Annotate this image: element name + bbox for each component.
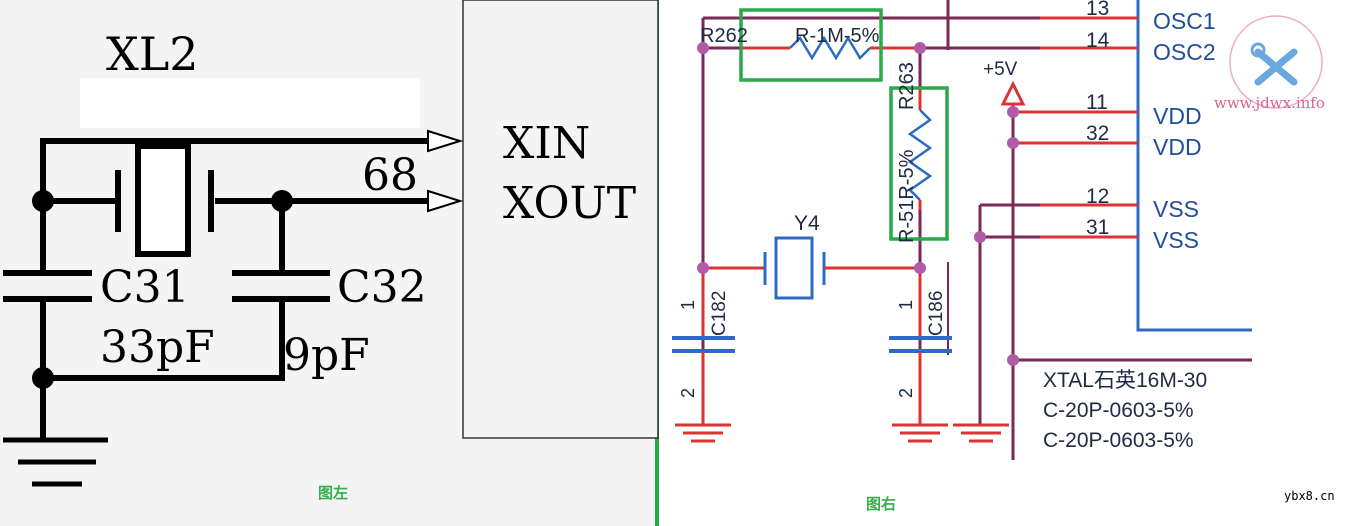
- note-line: XTAL石英16M-30: [1043, 369, 1207, 392]
- ic-outline: [1136, 0, 1252, 332]
- ic-pin-xin: XIN: [503, 118, 590, 169]
- crystal-body: [135, 143, 191, 257]
- junction-dot: [271, 190, 293, 212]
- cap-pin-two: 2: [896, 388, 916, 398]
- highlight-box-r262: [739, 8, 883, 82]
- arrow-xout: [427, 189, 464, 213]
- r262-value: R-1M-5%: [795, 25, 880, 47]
- right-schematic: 13 OSC1 14 OSC2 11 VDD 32 VDD 12 VSS 31 …: [672, 0, 1252, 513]
- ground-icon: [892, 423, 948, 443]
- junction-dot: [1007, 137, 1019, 149]
- junction-dot: [697, 262, 709, 274]
- junction-dot: [914, 262, 926, 274]
- resistor-r263-icon: [907, 109, 933, 201]
- label-background: [80, 78, 420, 128]
- crystal-y4-ref: Y4: [794, 212, 820, 235]
- pin-number: 31: [1086, 216, 1109, 239]
- c32-value: 9pF: [283, 330, 370, 381]
- pin-name: VDD: [1153, 134, 1202, 160]
- crystal-y4-icon: [774, 236, 814, 300]
- wrench-cross-icon: [1254, 48, 1298, 86]
- watermark-ring-icon: [1229, 15, 1323, 109]
- footer-watermark: ybx8.cn: [1284, 489, 1335, 503]
- junction-dot: [1007, 106, 1019, 118]
- r263-ref: R263: [896, 62, 918, 110]
- c182-ref: C182: [709, 291, 730, 336]
- watermark-url: www.jdwx.info: [1214, 94, 1325, 112]
- pin-number: 32: [1086, 122, 1109, 145]
- junction-dot: [1007, 354, 1019, 366]
- net-label: 68: [362, 150, 418, 201]
- pin-name: VSS: [1153, 227, 1199, 253]
- supply-label: +5V: [983, 59, 1018, 80]
- cap-pin-one: 1: [678, 300, 698, 310]
- crystal-ref-label: XL2: [106, 27, 199, 81]
- note-line: C-20P-0603-5%: [1043, 429, 1194, 452]
- junction-dot: [697, 42, 709, 54]
- ground-icon: [953, 423, 1009, 443]
- note-line: C-20P-0603-5%: [1043, 399, 1194, 422]
- ic-box: [462, 0, 659, 439]
- c31-ref: C31: [100, 262, 190, 313]
- pin-number: 13: [1086, 0, 1109, 20]
- c186-ref: C186: [926, 291, 947, 336]
- watermark-logo: [1229, 15, 1323, 109]
- pin-name: VSS: [1153, 196, 1199, 222]
- wrench-head-icon: [1250, 42, 1266, 58]
- highlight-box-r263: [889, 86, 949, 241]
- right-caption: 图右: [866, 495, 896, 513]
- wire-xin: [40, 138, 430, 200]
- supply-arrow-icon: [1000, 80, 1026, 106]
- resistor-r262-icon: [789, 35, 871, 61]
- ground-icon: [675, 423, 731, 443]
- pin-name: OSC2: [1153, 39, 1216, 65]
- r262-ref: R262: [700, 25, 748, 47]
- c31-value: 33pF: [100, 322, 215, 373]
- left-schematic: XIN XOUT XL2 68 C31 33pF C32: [3, 0, 659, 502]
- cap-pin-two: 2: [678, 388, 698, 398]
- pin-number: 12: [1086, 185, 1109, 208]
- pin-name: VDD: [1153, 103, 1202, 129]
- arrow-xin: [427, 129, 464, 153]
- c32-ref: C32: [337, 262, 427, 313]
- ic-pin-xout: XOUT: [503, 178, 636, 229]
- r263-value: R-51R-5%: [896, 149, 918, 243]
- left-caption: 图左: [318, 484, 348, 502]
- junction-dot: [974, 231, 986, 243]
- junction-dot: [32, 190, 54, 212]
- cap-pin-one: 1: [896, 300, 916, 310]
- pin-number: 14: [1086, 29, 1110, 52]
- junction-dot: [914, 42, 926, 54]
- pin-number: 11: [1086, 91, 1108, 114]
- pin-name: OSC1: [1153, 8, 1216, 34]
